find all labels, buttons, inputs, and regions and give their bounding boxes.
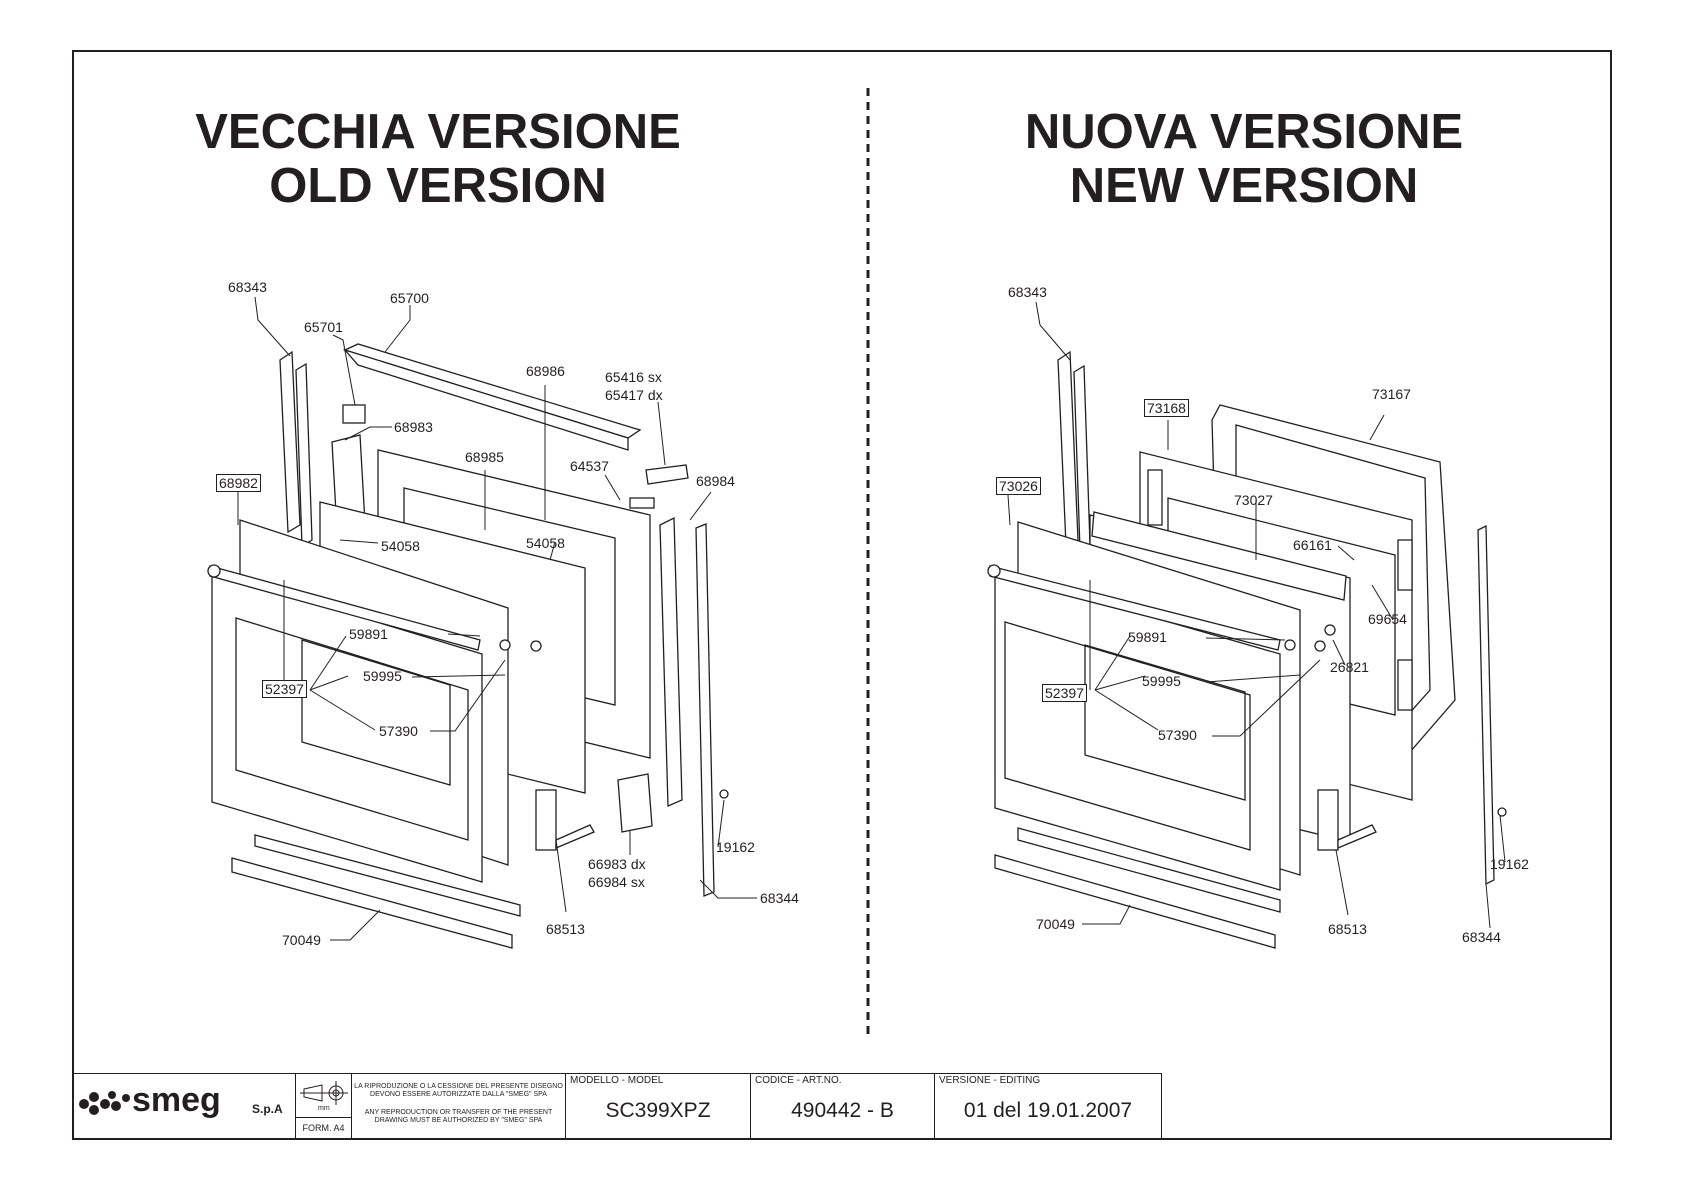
- old-door-drawing: [207, 343, 729, 949]
- label-19162-new: 19162: [1490, 856, 1529, 872]
- label-65417: 65417 dx: [605, 387, 663, 403]
- smeg-logo: smeg S.p.A: [79, 1081, 283, 1119]
- label-26821: 26821: [1330, 659, 1369, 675]
- code-header: CODICE - ART.NO.: [755, 1075, 842, 1086]
- projection-symbol-icon: mm: [300, 1081, 348, 1112]
- label-65700: 65700: [390, 290, 429, 306]
- side-profile-left: [279, 350, 301, 534]
- label-19162-old: 19162: [716, 839, 755, 855]
- label-57390-new: 57390: [1158, 727, 1197, 743]
- new-door-drawing: [987, 350, 1507, 949]
- logo-text: smeg: [132, 1081, 221, 1119]
- format-text: FORM. A4: [302, 1123, 345, 1133]
- version-cell: VERSIONE - EDITING 01 del 19.01.2007: [935, 1073, 1162, 1140]
- label-57390-old: 57390: [379, 723, 418, 739]
- label-70049-old: 70049: [282, 932, 321, 948]
- label-54058-b: 54058: [526, 535, 565, 551]
- label-68983: 68983: [394, 419, 433, 435]
- label-73026-boxed: 73026: [996, 477, 1041, 495]
- label-68344-new: 68344: [1462, 929, 1501, 945]
- label-59995-old: 59995: [363, 668, 402, 684]
- label-66984: 66984 sx: [588, 874, 645, 890]
- label-59891-old: 59891: [349, 626, 388, 642]
- old-version-title-it: VECCHIA VERSIONE: [195, 105, 681, 159]
- label-68513-old: 68513: [546, 921, 585, 937]
- label-69654: 69654: [1368, 611, 1407, 627]
- label-73167: 73167: [1372, 386, 1411, 402]
- old-version-title-en: OLD VERSION: [269, 159, 607, 213]
- model-cell: MODELLO - MODEL SC399XPZ: [566, 1073, 751, 1140]
- new-version-title: NUOVA VERSIONE NEW VERSION: [924, 105, 1564, 213]
- label-59891-new: 59891: [1128, 629, 1167, 645]
- model-header: MODELLO - MODEL: [570, 1075, 664, 1086]
- old-version-title: VECCHIA VERSIONE OLD VERSION: [118, 105, 758, 213]
- label-64537: 64537: [570, 458, 609, 474]
- label-68344-old: 68344: [760, 890, 799, 906]
- label-68343-new: 68343: [1008, 284, 1047, 300]
- title-block: smeg S.p.A mm FORM. A4 LA RIPRODUZIONE O…: [72, 1073, 1162, 1140]
- legal-text-en: ANY REPRODUCTION OR TRANSFER OF THE PRES…: [364, 1109, 553, 1124]
- label-52397-old-boxed: 52397: [262, 680, 307, 698]
- label-59995-new: 59995: [1142, 673, 1181, 689]
- label-68343-old: 68343: [228, 279, 267, 295]
- label-65416: 65416 sx: [605, 369, 662, 385]
- version-header: VERSIONE - EDITING: [939, 1075, 1041, 1086]
- label-68986: 68986: [526, 363, 565, 379]
- label-66161: 66161: [1293, 537, 1332, 553]
- unit-text: mm: [318, 1105, 330, 1112]
- label-66983: 66983 dx: [588, 856, 646, 872]
- legal-cell: LA RIPRODUZIONE O LA CESSIONE DEL PRESEN…: [352, 1073, 566, 1140]
- code-value: 490442 - B: [791, 1099, 894, 1122]
- new-version-title-it: NUOVA VERSIONE: [1024, 105, 1464, 159]
- label-65701: 65701: [304, 319, 343, 335]
- old-leader-lines: [237, 296, 757, 941]
- new-version-title-en: NEW VERSION: [1069, 159, 1419, 213]
- new-leader-lines: [1007, 301, 1506, 929]
- label-70049-new: 70049: [1036, 916, 1075, 932]
- code-cell: CODICE - ART.NO. 490442 - B: [751, 1073, 935, 1140]
- label-68513-new: 68513: [1328, 921, 1367, 937]
- drawing-frame: [72, 50, 1612, 1140]
- label-73168-boxed: 73168: [1144, 399, 1189, 417]
- logo-cell: smeg S.p.A: [72, 1073, 296, 1140]
- label-54058-a: 54058: [381, 538, 420, 554]
- logo-suffix: S.p.A: [252, 1102, 283, 1116]
- label-68982-boxed: 68982: [216, 474, 261, 492]
- legal-text-it: LA RIPRODUZIONE O LA CESSIONE DEL PRESEN…: [354, 1083, 563, 1098]
- projection-cell: mm FORM. A4: [296, 1073, 352, 1140]
- version-value: 01 del 19.01.2007: [963, 1099, 1133, 1122]
- label-73027: 73027: [1234, 492, 1273, 508]
- model-value: SC399XPZ: [605, 1099, 711, 1122]
- label-68984: 68984: [696, 473, 735, 489]
- label-68985: 68985: [465, 449, 504, 465]
- label-52397-new-boxed: 52397: [1042, 684, 1087, 702]
